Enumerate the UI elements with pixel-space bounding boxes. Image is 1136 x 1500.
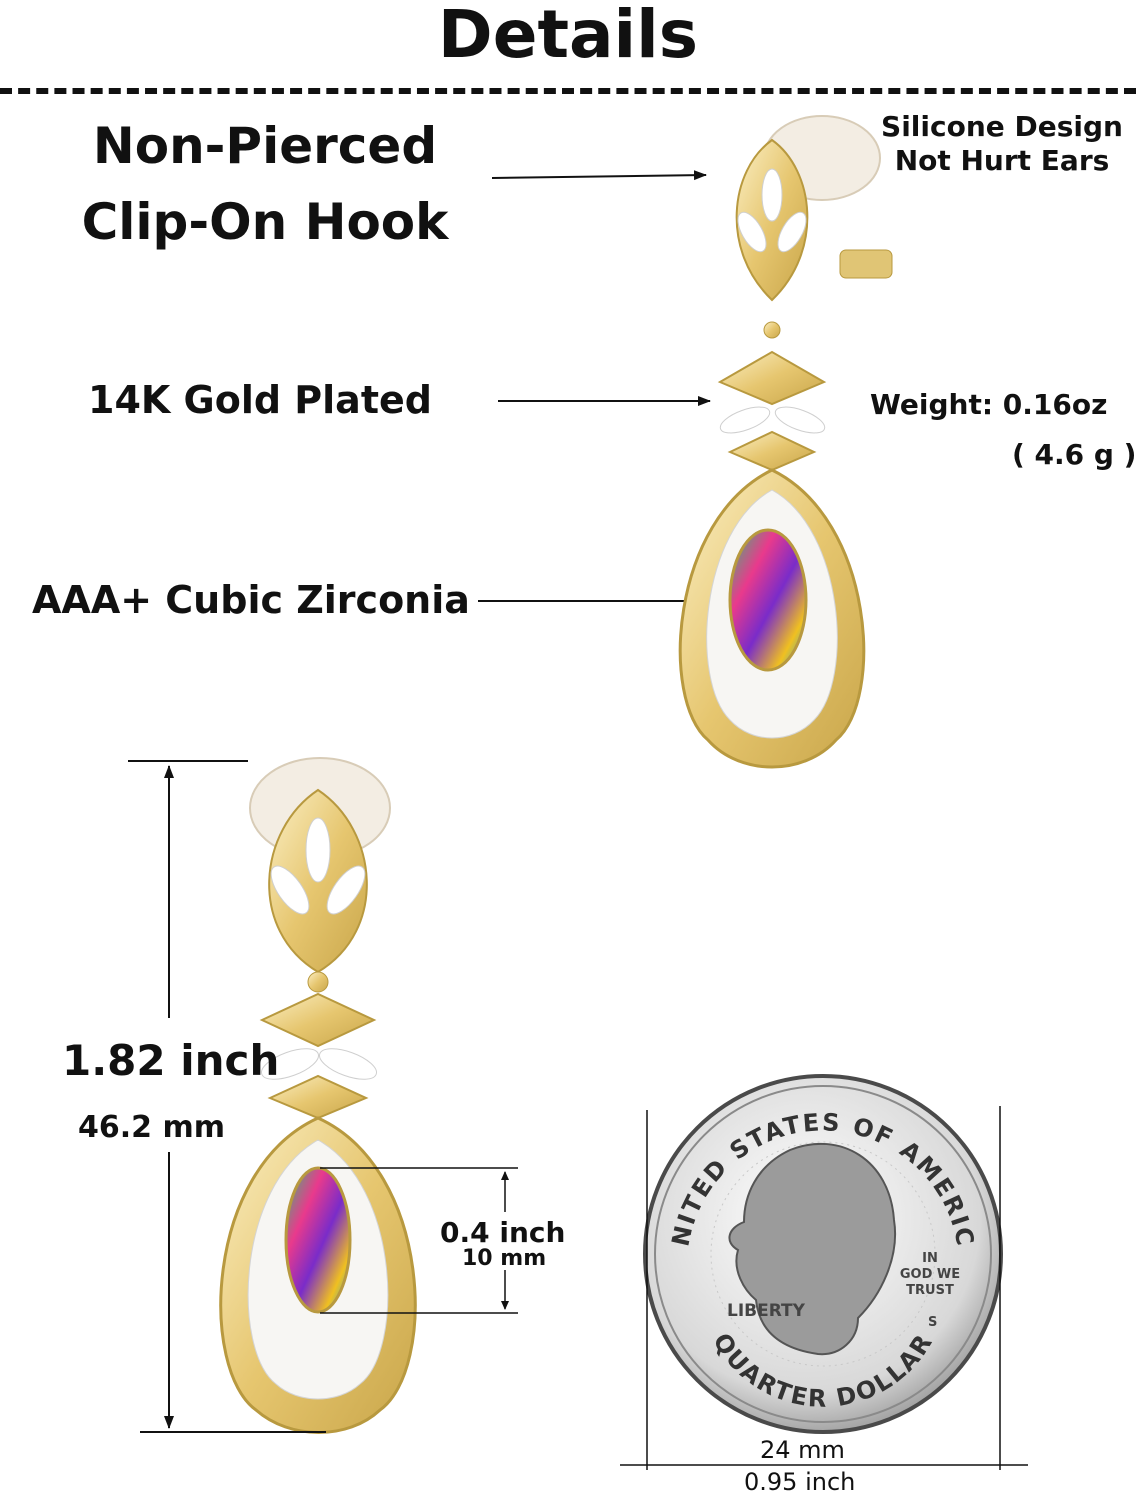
earring-top — [678, 115, 893, 769]
weight-callout: Weight: 0.16oz — [870, 388, 1107, 422]
length-mm: 46.2 mm — [78, 1110, 225, 1145]
weight-grams: ( 4.6 g ) — [1012, 438, 1136, 471]
coin-inch: 0.95 inch — [744, 1468, 856, 1496]
silicone-callout: Silicone Design Not Hurt Ears — [868, 110, 1136, 178]
clip-callout: Non-Pierced Clip-On Hook — [40, 108, 490, 260]
clip-line-2: Clip-On Hook — [81, 193, 449, 251]
silicone-line-2: Not Hurt Ears — [894, 144, 1110, 177]
page-title: Details — [437, 0, 699, 73]
zirconia-callout: AAA+ Cubic Zirconia — [32, 578, 470, 622]
quarter-coin — [643, 1074, 1003, 1434]
stone-inch: 0.4 inch — [440, 1216, 566, 1249]
silicone-line-1: Silicone Design — [881, 110, 1123, 143]
weight-label: Weight: — [870, 388, 994, 421]
length-inch: 1.82 inch — [62, 1036, 280, 1085]
gold-callout: 14K Gold Plated — [88, 378, 432, 422]
clip-arrow — [491, 170, 707, 181]
coin-mm: 24 mm — [760, 1436, 845, 1464]
dashed-divider — [0, 88, 1136, 94]
earring-bottom — [219, 757, 417, 1434]
weight-oz: 0.16oz — [1002, 388, 1108, 421]
stone-mm: 10 mm — [462, 1246, 547, 1271]
clip-line-1: Non-Pierced — [92, 117, 438, 175]
